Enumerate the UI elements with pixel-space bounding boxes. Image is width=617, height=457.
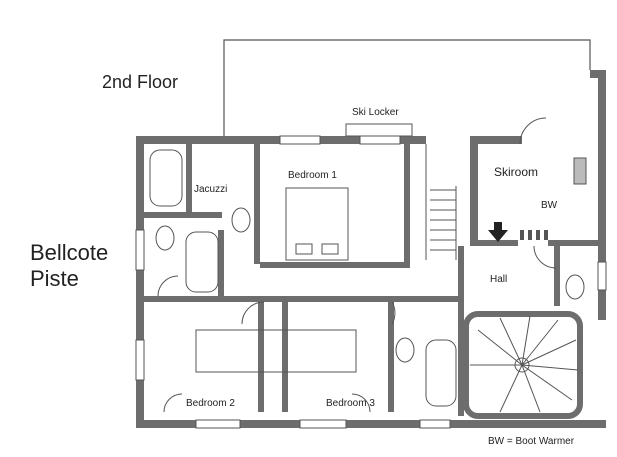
windows (135, 135, 607, 429)
building-name-line1: Bellcote (30, 240, 109, 265)
door-swings (157, 117, 557, 413)
boot-warmer-key-note: BW = Boot Warmer (488, 436, 575, 447)
skiroom-label: Skiroom (494, 165, 539, 179)
bedroom-2-label: Bedroom 2 (186, 398, 235, 409)
floor-title: 2nd Floor (102, 72, 179, 92)
straight-stair (425, 144, 457, 260)
interior-walls (144, 144, 598, 416)
bed-bedroom-1 (285, 187, 349, 261)
boot-warmer (520, 230, 548, 240)
bed-bedroom-2-3 (195, 329, 357, 373)
jacuzzi-label: Jacuzzi (194, 184, 228, 195)
building-name-line2: Piste (30, 266, 79, 291)
terrace-outline (223, 39, 591, 136)
hall-label: Hall (490, 274, 508, 285)
bedroom-3-label: Bedroom 3 (326, 398, 375, 409)
spiral-staircase (463, 311, 583, 419)
bedroom-1-label: Bedroom 1 (288, 170, 337, 181)
bw-label: BW (541, 200, 558, 211)
entry-arrow-icon (488, 222, 508, 242)
ski-locker-label: Ski Locker (352, 107, 399, 118)
bathroom-fixtures (149, 149, 585, 407)
skiroom-heater (573, 157, 587, 185)
ski-locker-box (345, 123, 413, 137)
